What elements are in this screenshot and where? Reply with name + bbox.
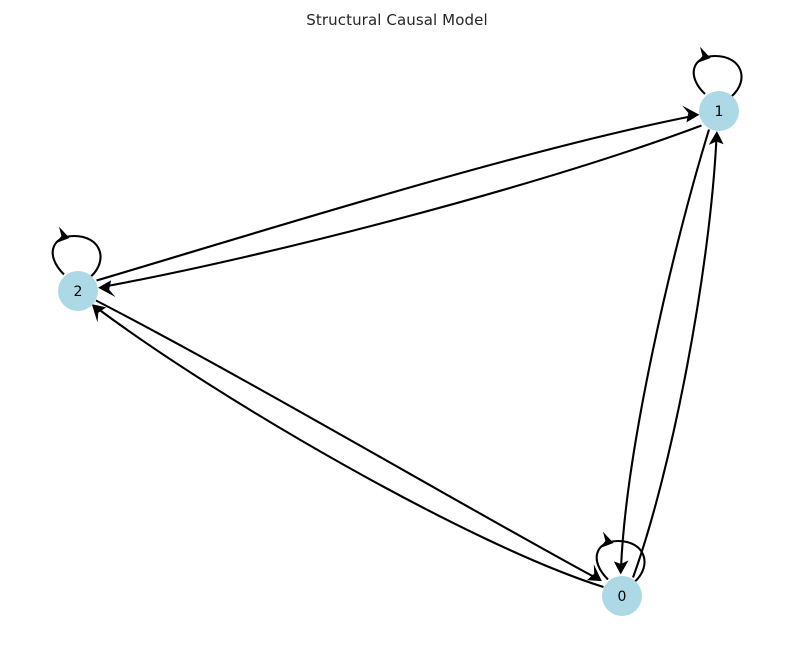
self-loop-0-path: [595, 539, 646, 583]
node-0[interactable]: 0: [602, 576, 642, 616]
edge-1-to-2-arrowhead: [98, 280, 116, 297]
edge-1-to-0-path: [619, 129, 711, 569]
figure-title: Structural Causal Model: [306, 11, 488, 29]
self-loop-2-arrowhead: [55, 226, 70, 244]
self-loop-0-arrowhead: [599, 531, 614, 549]
self-loop-2-path: [51, 234, 102, 278]
edge-1-to-2[interactable]: [98, 124, 702, 298]
edge-1-to-0[interactable]: [613, 129, 711, 575]
self-loop-2[interactable]: [51, 226, 102, 278]
edge-2-to-0-path: [95, 299, 597, 579]
edge-2-to-1[interactable]: [96, 105, 700, 282]
edge-2-to-1-arrowhead: [682, 105, 700, 123]
edge-0-to-2-path: [96, 307, 604, 589]
edge-0-to-2[interactable]: [91, 304, 604, 589]
node-2[interactable]: 2: [58, 271, 98, 311]
node-2-circle: [58, 271, 98, 311]
edge-2-to-0[interactable]: [95, 299, 602, 582]
edge-1-to-0-arrowhead: [613, 560, 629, 575]
edge-0-to-1[interactable]: [632, 131, 724, 578]
edge-1-to-2-path: [104, 124, 702, 288]
node-0-circle: [602, 576, 642, 616]
node-1-circle: [699, 91, 739, 131]
edge-2-to-1-path: [96, 114, 694, 282]
edge-0-to-1-arrowhead: [708, 131, 724, 145]
edge-2-to-0-arrowhead: [587, 564, 602, 582]
self-loop-1-path: [692, 54, 743, 98]
self-loop-0[interactable]: [595, 531, 646, 583]
edge-0-to-2-arrowhead: [91, 304, 107, 323]
self-loop-1-arrowhead: [696, 46, 711, 64]
self-loop-1[interactable]: [692, 46, 743, 98]
node-1[interactable]: 1: [699, 91, 739, 131]
edge-0-to-1-path: [632, 137, 718, 578]
